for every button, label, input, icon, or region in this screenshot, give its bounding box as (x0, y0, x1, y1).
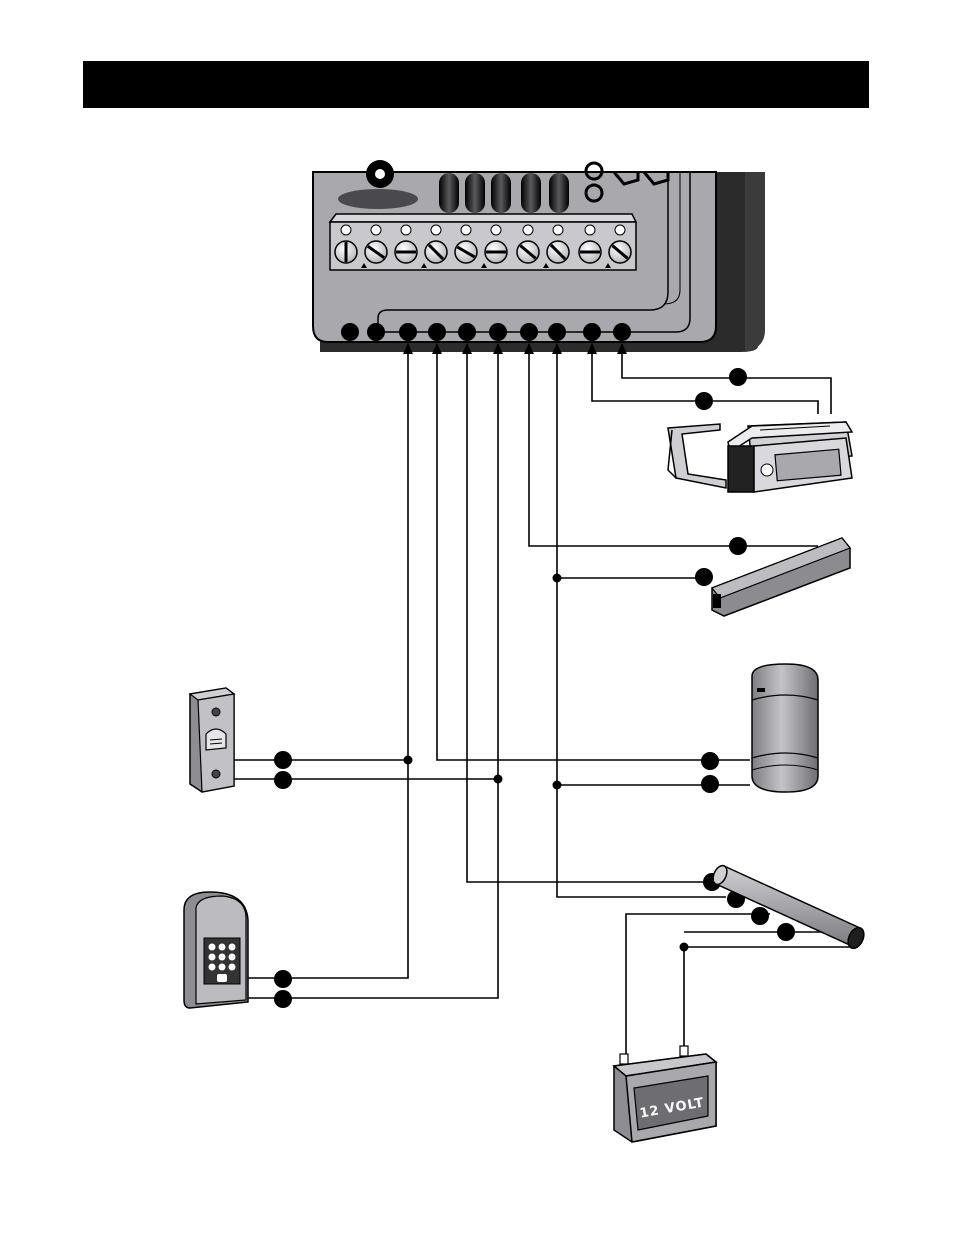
wire-junction (553, 574, 562, 583)
wire-junction (553, 781, 562, 790)
wire-marker (274, 990, 292, 1008)
terminal-hole (583, 323, 601, 341)
terminal-hole (548, 323, 566, 341)
wire-marker (701, 752, 719, 770)
keypad-key (229, 954, 236, 961)
wire-keypad-1 (240, 344, 408, 978)
terminal-clamp (431, 225, 441, 235)
keypad (184, 892, 248, 1008)
terminal-clamp (615, 225, 625, 235)
wire-marker (274, 771, 292, 789)
wire-junction (680, 943, 689, 952)
keypad-key (209, 954, 216, 961)
wire-marker (274, 751, 292, 769)
terminal-clamp (461, 225, 471, 235)
terminal-hole (520, 323, 538, 341)
keypad-key (229, 944, 236, 951)
terminal-block (330, 214, 636, 270)
wire-marker (777, 923, 795, 941)
wire-marker (729, 368, 747, 386)
terminal-hole (489, 323, 507, 341)
wire-junction (494, 775, 503, 784)
header-bar (83, 61, 869, 108)
terminal-hole (399, 323, 417, 341)
wire-marker (274, 970, 292, 988)
magnetic-lock (668, 422, 852, 492)
keypad-key (209, 964, 216, 971)
keypad-key (219, 954, 226, 961)
intercom-button (190, 688, 234, 792)
keypad-key (209, 944, 216, 951)
wire-marker (695, 568, 713, 586)
wire-keypad-2 (240, 344, 498, 998)
terminal-clamp (553, 225, 563, 235)
wire-battery-2 (684, 947, 858, 1056)
motion-sensor (752, 664, 818, 792)
wire-lock-1 (622, 344, 831, 414)
wire-marker (729, 537, 747, 555)
terminal-hole (428, 323, 446, 341)
terminal-hole (613, 323, 631, 341)
terminal-clamp (523, 225, 533, 235)
terminal-clamp (371, 225, 381, 235)
wire-marker (695, 392, 713, 410)
wire-marker (751, 907, 769, 925)
terminal-hole (458, 323, 476, 341)
terminal-clamp (341, 225, 351, 235)
wire-junction (404, 756, 413, 765)
terminal-clamp (491, 225, 501, 235)
label-plate (338, 189, 418, 209)
wire-markers (274, 368, 795, 1008)
terminal-clamp (401, 225, 411, 235)
wire-loop-1 (467, 344, 726, 882)
terminal-hole (341, 323, 359, 341)
keypad-key (219, 964, 226, 971)
wire-battery-1 (626, 914, 770, 1056)
wire-marker (701, 775, 719, 793)
terminal-clamp (585, 225, 595, 235)
control-board (313, 160, 765, 352)
12v-battery: 12 VOLT (614, 1046, 716, 1142)
keypad-enter-key (217, 974, 227, 982)
keypad-key (229, 964, 236, 971)
keypad-key (219, 944, 226, 951)
terminal-hole (367, 323, 385, 341)
